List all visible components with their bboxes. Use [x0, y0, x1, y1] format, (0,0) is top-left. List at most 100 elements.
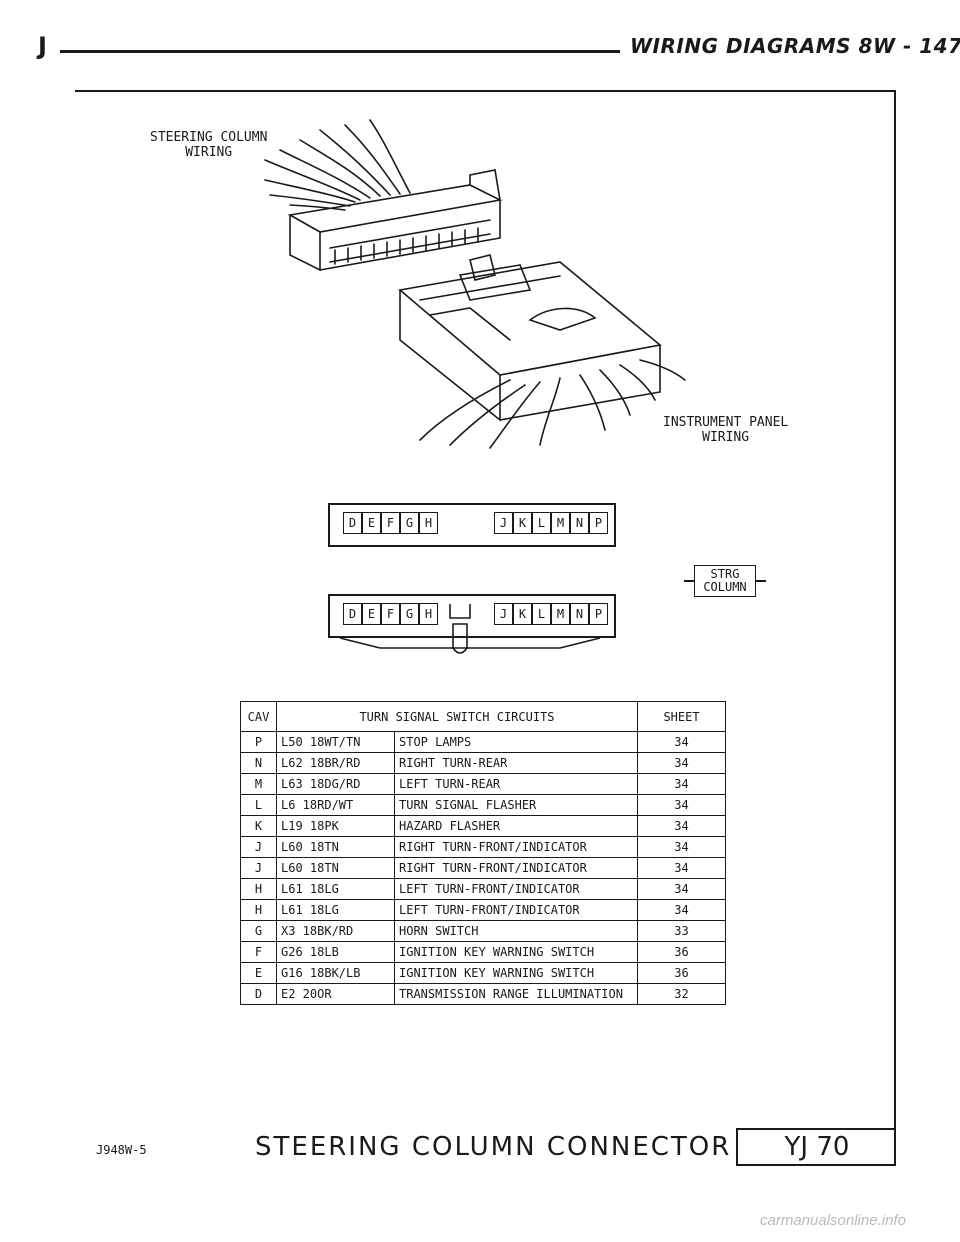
top-face-cavity: N [570, 512, 589, 534]
cell-cav: H [240, 878, 277, 900]
header-rule [60, 50, 620, 53]
bottom-face-cavity: E [362, 603, 381, 625]
cell-desc: RIGHT TURN-FRONT/INDICATOR [394, 836, 638, 858]
cell-wire: L60 18TN [276, 857, 395, 879]
cell-wire: G26 18LB [276, 941, 395, 963]
top-face-cavity: E [362, 512, 381, 534]
header-letter: J [38, 32, 47, 60]
cell-cav: E [240, 962, 277, 984]
watermark: carmanualsonline.info [760, 1212, 906, 1229]
cell-wire: X3 18BK/RD [276, 920, 395, 942]
figure-code: J948W-5 [96, 1143, 147, 1157]
cell-desc: TURN SIGNAL FLASHER [394, 794, 638, 816]
cell-wire: L6 18RD/WT [276, 794, 395, 816]
cell-wire: L50 18WT/TN [276, 731, 395, 753]
cell-sheet: 36 [637, 962, 726, 984]
strg-column-tick-left [684, 580, 694, 582]
cell-desc: LEFT TURN-FRONT/INDICATOR [394, 878, 638, 900]
cell-wire: L62 18BR/RD [276, 752, 395, 774]
cell-cav: J [240, 836, 277, 858]
header-title: WIRING DIAGRAMS 8W - 147 [630, 34, 960, 58]
connector-illustration [264, 119, 686, 449]
cell-wire: G16 18BK/LB [276, 962, 395, 984]
top-face-cavity: M [551, 512, 570, 534]
bottom-face-cavity: P [589, 603, 608, 625]
cell-desc: TRANSMISSION RANGE ILLUMINATION [394, 983, 638, 1005]
cell-wire: E2 20OR [276, 983, 395, 1005]
cell-desc: HAZARD FLASHER [394, 815, 638, 837]
strg-column-tick-right [756, 580, 766, 582]
cell-sheet: 34 [637, 815, 726, 837]
cell-cav: M [240, 773, 277, 795]
model-box: YJ 70 [736, 1128, 896, 1166]
connector-face-top [328, 503, 616, 547]
cell-cav: K [240, 815, 277, 837]
cell-wire: L60 18TN [276, 836, 395, 858]
bottom-face-cavity: K [513, 603, 532, 625]
cell-cav: P [240, 731, 277, 753]
bottom-face-cavity: D [343, 603, 362, 625]
cell-desc: HORN SWITCH [394, 920, 638, 942]
col-header-circuits: TURN SIGNAL SWITCH CIRCUITS [276, 701, 638, 732]
strg-column-label: STRG COLUMN [703, 567, 747, 594]
bottom-face-cavity: F [381, 603, 400, 625]
top-face-cavity: F [381, 512, 400, 534]
cell-wire: L61 18LG [276, 899, 395, 921]
cell-desc: LEFT TURN-FRONT/INDICATOR [394, 899, 638, 921]
cell-cav: G [240, 920, 277, 942]
cell-desc: IGNITION KEY WARNING SWITCH [394, 941, 638, 963]
connector-face-bottom [328, 594, 616, 638]
bottom-face-cavity: H [419, 603, 438, 625]
top-face-cavity: P [589, 512, 608, 534]
strg-column-badge: STRG COLUMN [694, 565, 756, 597]
steering-column-wiring-label: STEERING COLUMN WIRING [150, 130, 268, 160]
bottom-face-cavity: L [532, 603, 551, 625]
cell-wire: L61 18LG [276, 878, 395, 900]
bottom-face-cavity: M [551, 603, 570, 625]
connector-latch-drawing [339, 604, 601, 654]
instrument-panel-wiring-label: INSTRUMENT PANEL WIRING [663, 415, 789, 445]
frame-top-line [75, 90, 895, 92]
cell-sheet: 34 [637, 878, 726, 900]
top-face-cavity: K [513, 512, 532, 534]
cell-desc: RIGHT TURN-FRONT/INDICATOR [394, 857, 638, 879]
cell-cav: D [240, 983, 277, 1005]
bottom-face-cavity: J [494, 603, 513, 625]
top-face-cavity: L [532, 512, 551, 534]
cell-cav: N [240, 752, 277, 774]
circuit-table-header: CAV TURN SIGNAL SWITCH CIRCUITS SHEET [240, 701, 726, 732]
frame-right-line [894, 90, 896, 1166]
cell-sheet: 34 [637, 836, 726, 858]
cell-desc: IGNITION KEY WARNING SWITCH [394, 962, 638, 984]
cell-sheet: 34 [637, 752, 726, 774]
bottom-face-cavity: G [400, 603, 419, 625]
cell-desc: STOP LAMPS [394, 731, 638, 753]
top-face-cavity: H [419, 512, 438, 534]
bottom-face-cavity: N [570, 603, 589, 625]
top-face-cavity: D [343, 512, 362, 534]
cell-sheet: 34 [637, 794, 726, 816]
cell-sheet: 34 [637, 773, 726, 795]
cell-desc: RIGHT TURN-REAR [394, 752, 638, 774]
figure-title: STEERING COLUMN CONNECTOR [255, 1132, 732, 1162]
cell-sheet: 34 [637, 857, 726, 879]
cell-cav: L [240, 794, 277, 816]
cell-sheet: 36 [637, 941, 726, 963]
cell-sheet: 32 [637, 983, 726, 1005]
top-face-cavity: G [400, 512, 419, 534]
col-header-cav: CAV [240, 701, 277, 732]
